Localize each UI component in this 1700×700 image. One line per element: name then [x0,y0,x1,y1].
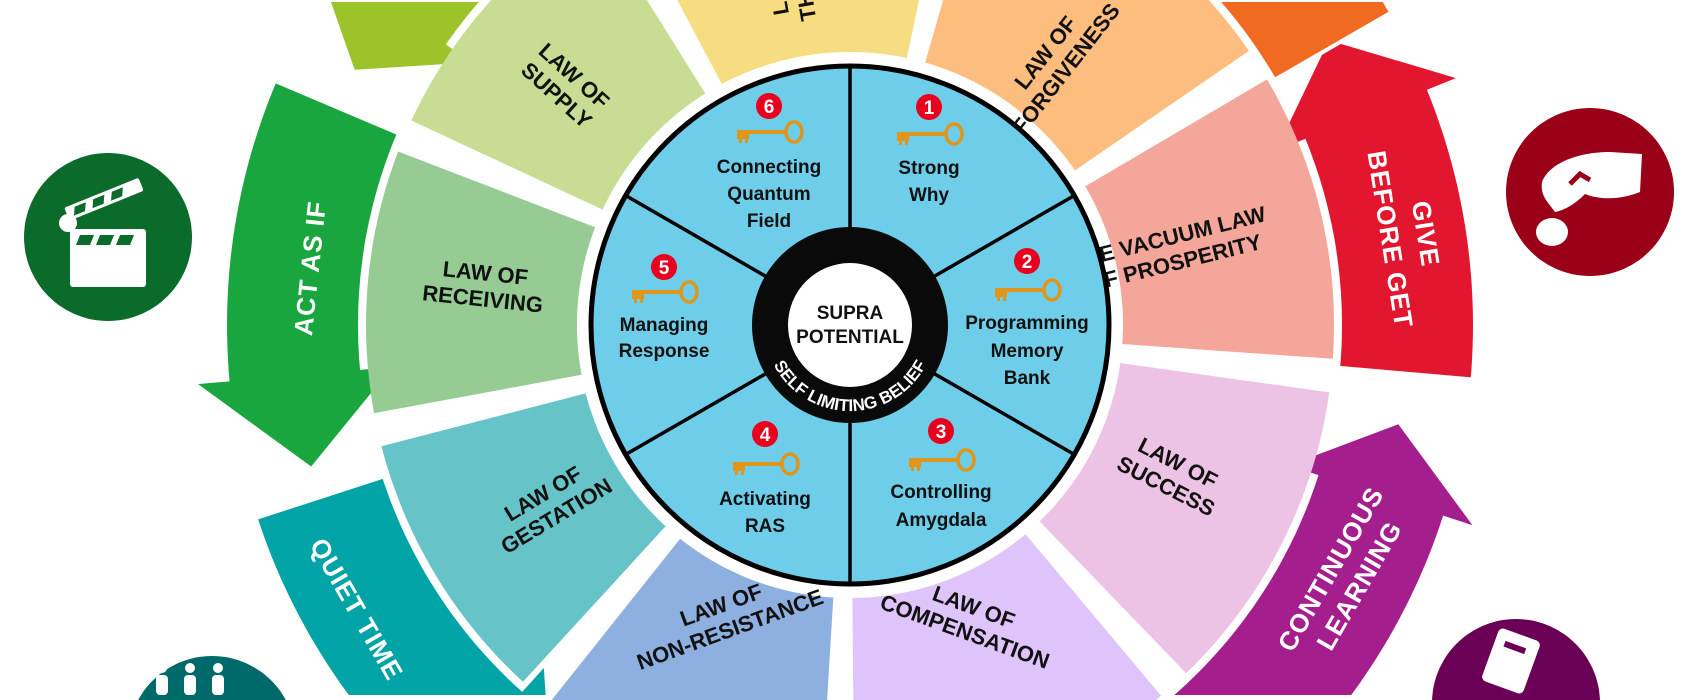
number-badge-text: 3 [936,422,947,443]
key-label-line: Amygdala [896,510,987,531]
key-label-line: Activating [719,489,811,510]
icon-glyph [1536,152,1642,246]
key-icon [737,120,804,144]
icon-glyph [156,663,224,695]
key-label-line: Bank [1004,368,1051,389]
law-segment-shape [925,0,1249,171]
law-segment-thinking: LAW OFTHINKING [677,0,920,84]
key-label-line: RAS [745,516,785,537]
number-badge-text: 4 [760,425,771,446]
practice-arrow-forgiveness-arrow [1214,0,1395,83]
key-label-line: Memory [991,341,1064,362]
key-label-line: Programming [965,313,1089,334]
number-badge [928,418,954,444]
wheel-divider [626,194,768,279]
key-label-line: Strong [898,158,959,179]
key-label-line: Why [909,185,950,206]
practice-arrow-shape [1267,35,1478,382]
key-label-line: Managing [620,315,709,336]
center-title-line1: SUPRA [817,303,884,324]
number-badge [1014,248,1040,274]
key-icon [733,452,800,476]
book-icon [1432,619,1600,700]
key-icon [632,280,699,304]
key-label-line: Controlling [890,482,991,503]
key-label-line: Field [747,211,791,232]
hand-coin-icon [1506,108,1674,276]
law-segment-shape [1039,363,1330,674]
practice-arrow-shape [1214,0,1395,83]
number-badge [752,421,778,447]
key-icon [995,278,1062,302]
practice-arrow-quiet-time: QUIET TIME [253,473,550,699]
icon-circle [138,656,286,700]
key-label-line: Quantum [727,184,810,205]
practice-arrow-shape [1163,419,1483,699]
number-badge-text: 6 [764,97,775,118]
number-badge-text: 2 [1022,252,1033,273]
wheel-divider [932,194,1074,279]
law-segment-shape [677,0,920,84]
key-label-line: Response [619,341,710,362]
law-segment-shape [411,0,706,210]
center-circle [788,263,912,387]
law-segment-shape [1085,79,1334,359]
law-segment-shape [852,534,1162,700]
number-badge [651,254,677,280]
number-badge [916,94,942,120]
wheel-divider [932,371,1074,456]
number-badge [756,93,782,119]
law-segment-shape [381,393,666,682]
key-icon [897,122,964,146]
number-badge-text: 1 [924,98,935,119]
law-segment-shape [366,151,596,414]
practice-arrow-shape [187,78,402,473]
law-segment-shape [551,538,834,700]
key-label-line: Connecting [717,157,822,178]
practice-arrow-shape [253,473,550,699]
icon-glyph [1482,628,1540,694]
practice-icons [24,108,1674,700]
people-icon [138,656,286,700]
clapperboard-icon [24,153,192,321]
icon-glyph [59,178,146,287]
key-icon [909,448,976,472]
center-title-line2: POTENTIAL [796,327,904,348]
wheel-divider [626,371,768,456]
practice-arrow-act-as-if: ACT AS IF [187,78,402,473]
number-badge-text: 5 [659,258,670,279]
